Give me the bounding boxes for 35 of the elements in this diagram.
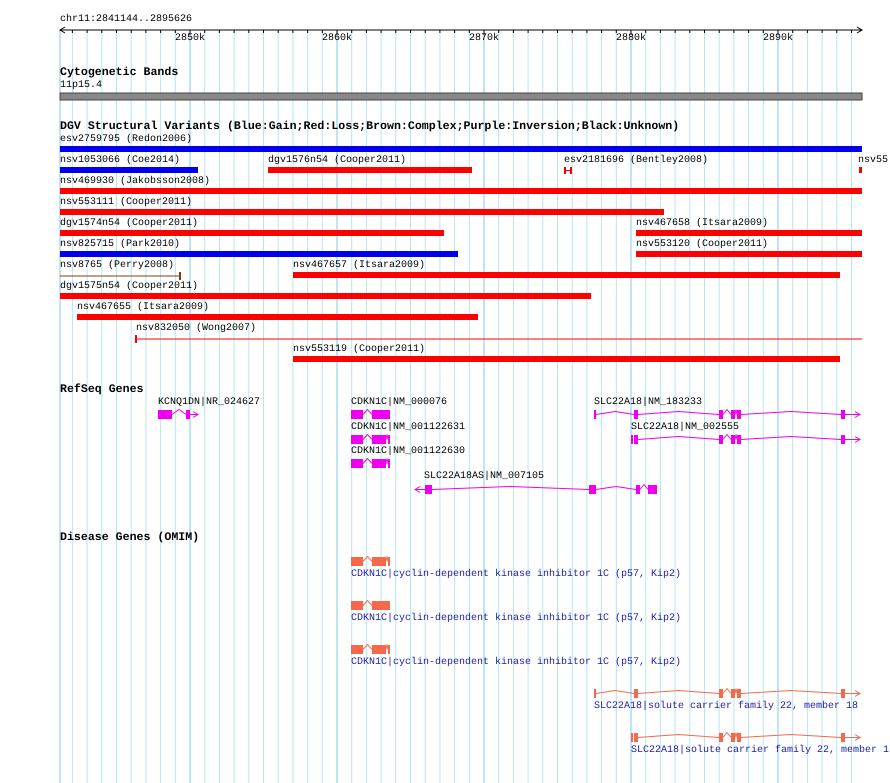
feature-label: CDKN1C|NM_001122631	[351, 422, 466, 433]
feature-label: KCNQ1DN|NR_024627	[158, 397, 260, 408]
feature-label: esv2759795 (Redon2006)	[60, 134, 192, 145]
feature-label: dgv1576n54 (Cooper2011)	[268, 155, 406, 166]
tick-label: 2860k	[322, 33, 352, 44]
track-heading: Disease Genes (OMIM)	[60, 532, 200, 543]
feature-label: 11p15.4	[60, 80, 102, 91]
feature-label: CDKN1C|NM_001122630	[351, 446, 466, 457]
feature-label: chr11:2841144..2895626	[60, 14, 192, 25]
track-heading: DGV Structural Variants (Blue:Gain;Red:Loss;Brown:Complex;Purple:Inversion;Black:Unknown)	[60, 121, 680, 132]
tick-label: 2890k	[763, 33, 793, 44]
track-heading: RefSeq Genes	[60, 384, 144, 395]
feature-label: nsv553111 (Cooper2011)	[60, 197, 192, 208]
feature-label: nsv832050 (Wong2007)	[136, 323, 256, 334]
feature-label: esv2181696 (Bentley2008)	[564, 155, 708, 166]
feature-label: SLC22A18|NM_183233	[594, 397, 702, 408]
tick-label: 2880k	[616, 33, 646, 44]
feature-label: nsv553119 (Cooper2011)	[293, 344, 426, 355]
feature-label: nsv467657 (Itsara2009)	[293, 260, 426, 271]
tick-label: 2870k	[469, 33, 499, 44]
feature-label: CDKN1C|NM_000076	[351, 397, 448, 408]
feature-label: SLC22A18|NM_002555	[631, 422, 740, 433]
feature-label: nsv467655 (Itsara2009)	[77, 302, 210, 313]
feature-label: nsv55	[858, 155, 888, 166]
feature-label: nsv8765 (Perry2008)	[60, 260, 174, 271]
feature-label: dgv1574n54 (Cooper2011)	[60, 218, 198, 229]
feature-label: SLC22A18AS|NM_007105	[424, 471, 544, 482]
tick-label: 2850k	[175, 33, 205, 44]
feature-label: nsv467658 (Itsara2009)	[636, 218, 768, 229]
feature-label: dgv1575n54 (Cooper2011)	[60, 281, 198, 292]
track-heading: Cytogenetic Bands	[60, 67, 178, 78]
feature-label: nsv553120 (Cooper2011)	[636, 239, 768, 250]
feature-label: nsv825715 (Park2010)	[60, 239, 180, 250]
feature-label: nsv469930 (Jakobsson2008)	[60, 176, 210, 187]
feature-label: nsv1053066 (Coe2014)	[60, 155, 180, 166]
